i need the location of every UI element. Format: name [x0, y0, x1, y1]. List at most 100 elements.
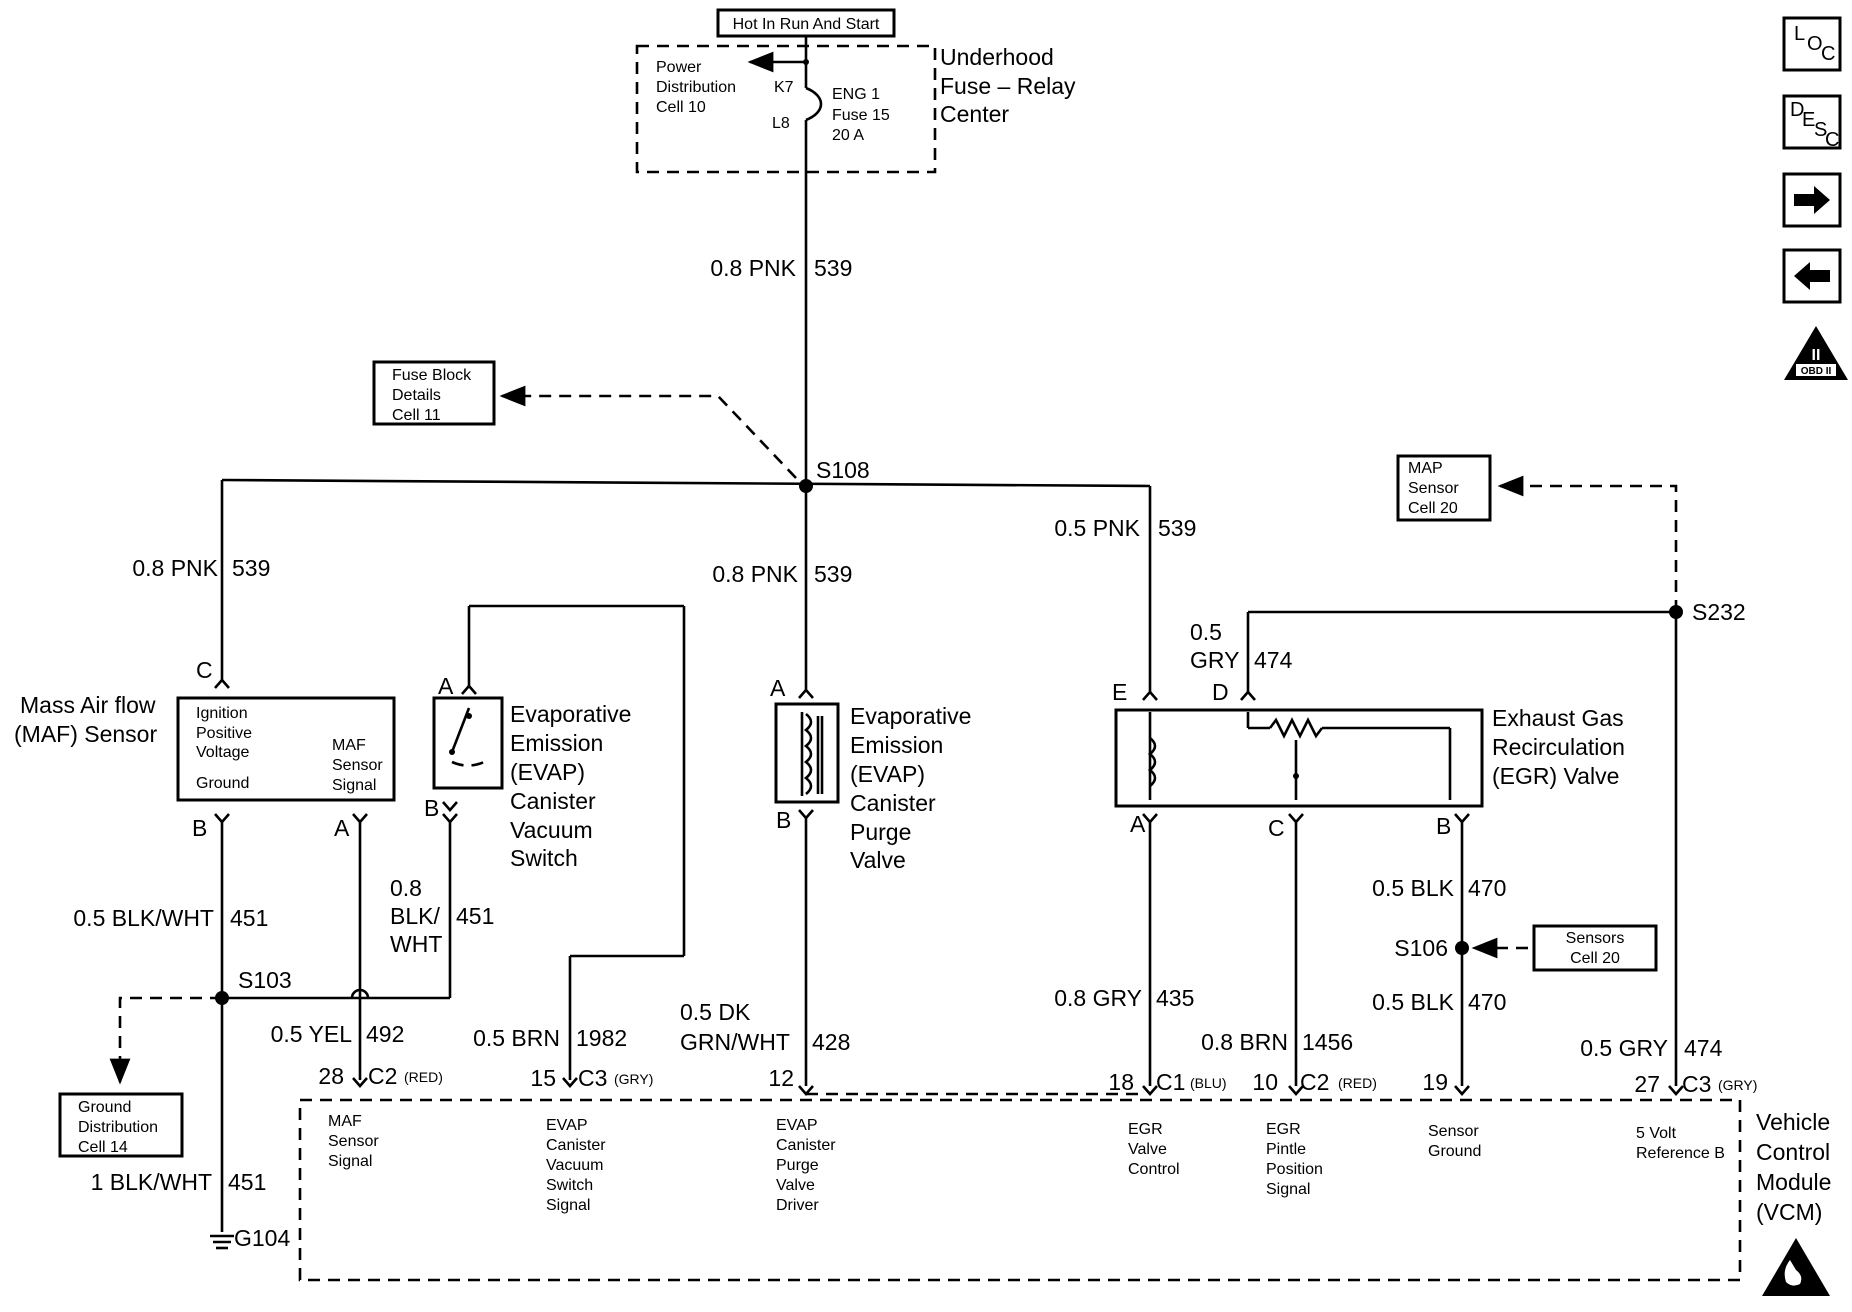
svg-text:D: D [1790, 99, 1804, 121]
svg-text:1456: 1456 [1302, 1029, 1353, 1055]
svg-text:539: 539 [814, 561, 852, 587]
svg-text:OBD II: OBD II [1801, 366, 1832, 377]
svg-text:C: C [1821, 43, 1835, 65]
ground-distribution-ref[interactable]: Ground Distribution Cell 14 [58, 1092, 184, 1158]
svg-text:5 Volt: 5 Volt [1636, 1125, 1677, 1142]
svg-text:539: 539 [232, 555, 270, 581]
arrow-right-icon [1794, 186, 1830, 214]
arrow-left-icon [1794, 262, 1830, 290]
evap-switch-box [432, 696, 504, 790]
fuse-block-details-ref[interactable]: Fuse Block Details Cell 11 [372, 360, 496, 426]
vcm-label-5v-ref: 5 Volt Reference B [1636, 1125, 1725, 1162]
maf-sensor-box [176, 696, 396, 802]
wire-label-gry-474-bot: 0.5 GRY 474 [1580, 1035, 1722, 1061]
vcm-label-egr-control: EGR Valve Control [1128, 1121, 1180, 1178]
esd-warning-icon [1762, 1238, 1830, 1296]
svg-text:Reference B: Reference B [1636, 1145, 1725, 1162]
svg-text:Ground: Ground [196, 775, 249, 792]
svg-text:0.5 BLK: 0.5 BLK [1372, 989, 1454, 1015]
svg-text:Vehicle: Vehicle [1756, 1109, 1830, 1135]
vcm-pin-10: 10 C2 (RED) [1252, 1069, 1376, 1095]
svg-text:Sensor: Sensor [332, 757, 383, 774]
svg-text:Cell 11: Cell 11 [392, 407, 441, 424]
s108-bus [221, 478, 1151, 488]
svg-text:(GRY): (GRY) [1718, 1077, 1757, 1093]
svg-text:Evaporative: Evaporative [510, 701, 631, 727]
svg-text:Power: Power [656, 59, 702, 76]
svg-text:Position: Position [1266, 1161, 1323, 1178]
splice-s108-label: S108 [816, 457, 870, 483]
svg-text:C3: C3 [1682, 1071, 1711, 1097]
svg-text:(EVAP): (EVAP) [850, 761, 925, 787]
svg-text:451: 451 [230, 905, 268, 931]
vcm-pin-18: 18 C1 (BLU) [1108, 1069, 1226, 1095]
wire-label-gry-474-top: 0.5 GRY 474 [1190, 619, 1293, 673]
egr-pin-e: E [1112, 679, 1127, 705]
svg-text:GRY: GRY [1190, 647, 1239, 673]
svg-text:Fuse Block: Fuse Block [392, 367, 472, 384]
svg-text:C2: C2 [1300, 1069, 1329, 1095]
vcm-pin-tails [352, 1077, 1684, 1096]
svg-text:Module: Module [1756, 1169, 1831, 1195]
wire-label-blk-wht-ground: 1 BLK/WHT 451 [91, 1169, 267, 1195]
svg-text:0.5 PNK: 0.5 PNK [1054, 515, 1140, 541]
svg-text:(VCM): (VCM) [1756, 1199, 1822, 1225]
loc-button[interactable]: L O C [1782, 16, 1842, 72]
svg-text:1982: 1982 [576, 1025, 627, 1051]
svg-text:Sensors: Sensors [1566, 930, 1625, 947]
svg-text:MAP: MAP [1408, 460, 1443, 477]
svg-text:15: 15 [530, 1065, 556, 1091]
svg-text:470: 470 [1468, 875, 1506, 901]
svg-text:0.8: 0.8 [390, 875, 422, 901]
evap-switch-symbol [449, 707, 489, 767]
splice-s103-label: S103 [238, 967, 292, 993]
svg-text:Purge: Purge [776, 1157, 819, 1174]
map-sensor-ref[interactable]: MAP Sensor Cell 20 [1396, 454, 1492, 522]
svg-text:Switch: Switch [510, 845, 578, 871]
svg-text:ENG 1: ENG 1 [832, 86, 880, 103]
obd-ii-button[interactable]: II OBD II [1784, 326, 1848, 380]
svg-text:Canister: Canister [510, 788, 596, 814]
wire-label-blk-wht-451: 0.5 BLK/WHT 451 [73, 905, 268, 931]
vcm-pin-12: 12 [768, 1065, 794, 1091]
svg-text:Ground: Ground [1428, 1143, 1481, 1160]
evap-switch-pin-b: B [424, 795, 439, 821]
svg-text:Canister: Canister [776, 1137, 836, 1154]
vcm-pin-28: 28 C2 (RED) [318, 1063, 442, 1089]
svg-text:C2: C2 [368, 1063, 397, 1089]
wire-label-brn-1982: 0.5 BRN 1982 [473, 1025, 627, 1051]
evap-purge-pin-b: B [776, 807, 791, 833]
svg-text:20 A: 20 A [832, 127, 864, 144]
svg-text:Emission: Emission [850, 732, 943, 758]
svg-text:Valve: Valve [776, 1177, 815, 1194]
prev-page-button[interactable] [1782, 248, 1842, 304]
svg-text:0.5 BRN: 0.5 BRN [473, 1025, 560, 1051]
svg-text:27: 27 [1634, 1071, 1660, 1097]
svg-text:539: 539 [1158, 515, 1196, 541]
svg-text:470: 470 [1468, 989, 1506, 1015]
svg-text:EVAP: EVAP [776, 1117, 818, 1134]
svg-text:428: 428 [812, 1029, 850, 1055]
svg-text:0.8 BRN: 0.8 BRN [1201, 1029, 1288, 1055]
svg-text:E: E [1802, 109, 1815, 131]
maf-inner-right: MAF Sensor Signal [332, 737, 383, 794]
wire-label-pnk-539-left: 0.8 PNK 539 [132, 555, 270, 581]
wire-label-dk-grn-wht-428: 0.5 DK GRN/WHT 428 [680, 999, 850, 1055]
wire-label-pnk-539-mid: 0.8 PNK 539 [712, 561, 852, 587]
svg-text:0.5 GRY: 0.5 GRY [1580, 1035, 1668, 1061]
sensors-cell-ref[interactable]: Sensors Cell 20 [1532, 924, 1658, 972]
svg-text:0.5: 0.5 [1190, 619, 1222, 645]
svg-text:O: O [1807, 33, 1823, 55]
svg-text:Control: Control [1756, 1139, 1830, 1165]
wire-label-brn-1456: 0.8 BRN 1456 [1201, 1029, 1353, 1055]
svg-text:Vacuum: Vacuum [546, 1157, 604, 1174]
svg-text:Vacuum: Vacuum [510, 817, 593, 843]
egr-valve-box [1114, 708, 1484, 808]
svg-text:(EVAP): (EVAP) [510, 759, 585, 785]
next-page-button[interactable] [1782, 172, 1842, 228]
egr-pin-d: D [1212, 679, 1229, 705]
ground-g104: G104 [210, 1225, 290, 1251]
desc-button[interactable]: D E S C [1782, 94, 1842, 151]
svg-text:(EGR) Valve: (EGR) Valve [1492, 763, 1619, 789]
svg-text:Pintle: Pintle [1266, 1141, 1306, 1158]
